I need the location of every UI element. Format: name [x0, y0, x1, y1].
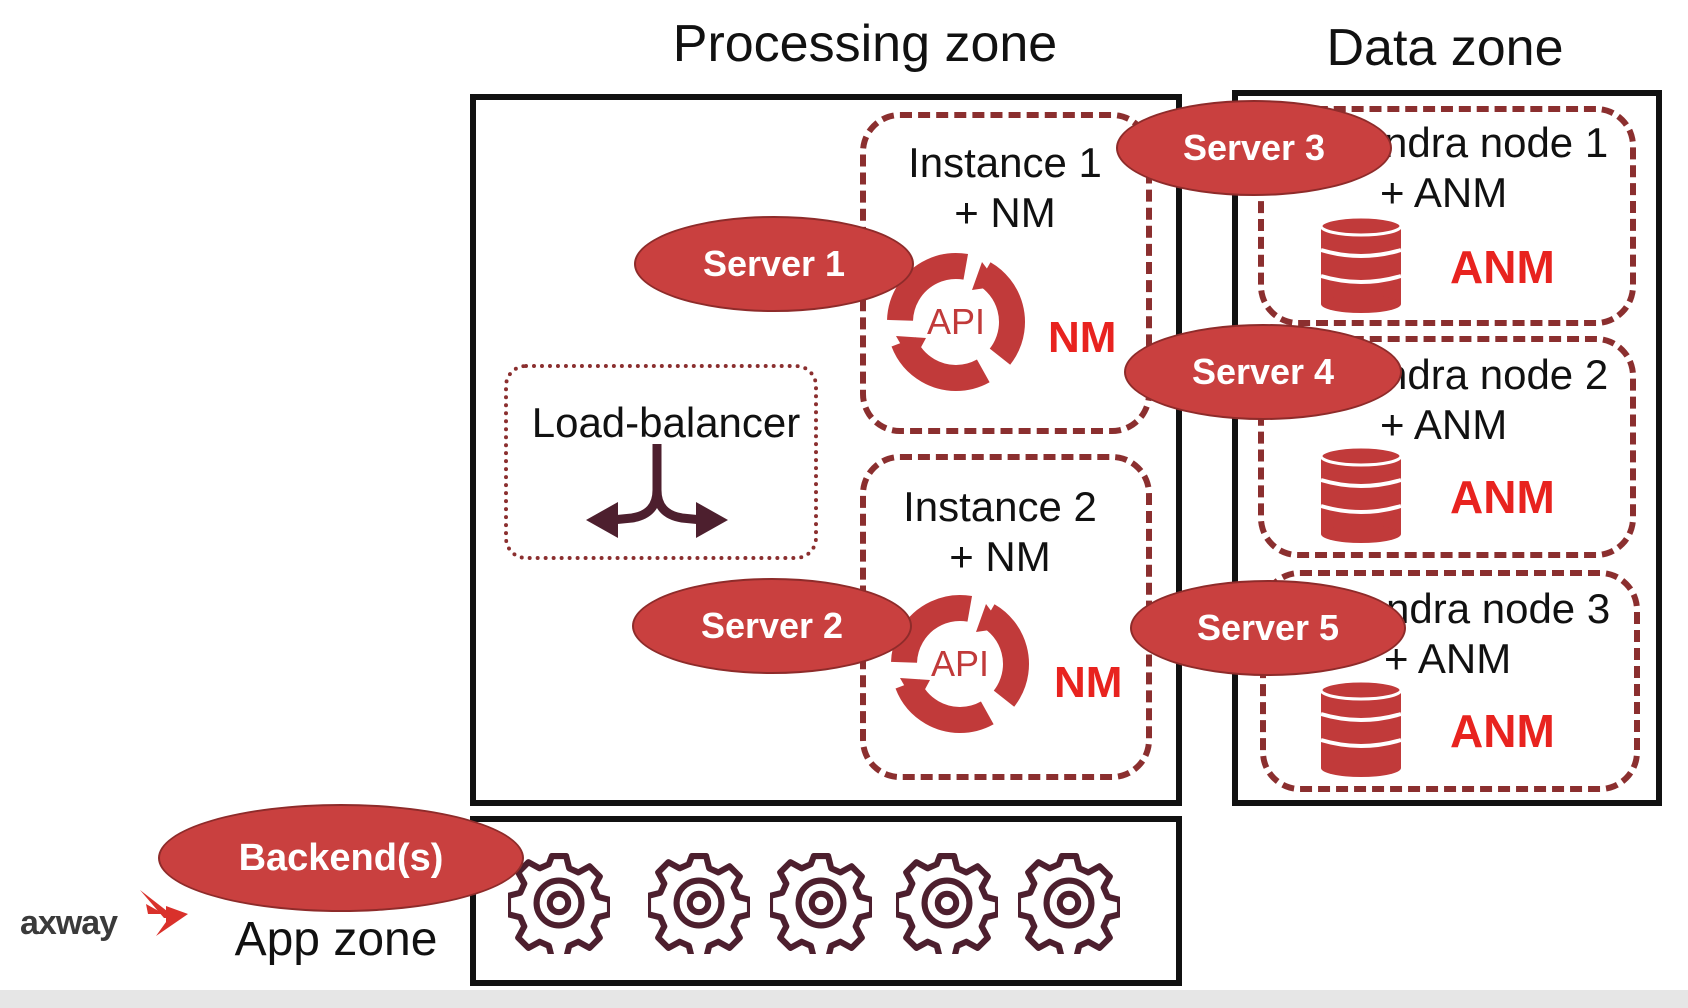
processing-zone-title: Processing zone: [672, 15, 1058, 73]
api-text: API: [931, 643, 989, 684]
server-2-ellipse: Server 2: [632, 578, 912, 674]
cassandra-node-2-label-line2: + ANM: [1380, 401, 1508, 448]
instance-2-nm-text: NM: [1054, 658, 1123, 707]
api-cycle-icon: API: [891, 595, 1029, 733]
api-text: API: [927, 301, 985, 342]
instance-1-label-line2: + NM: [954, 189, 1056, 236]
cassandra-node-3-anm-text: ANM: [1450, 705, 1555, 757]
footer-band: [0, 990, 1688, 1008]
gear-icon: [1018, 853, 1120, 954]
load-balancer-container: [504, 364, 818, 560]
gear-icon: [896, 853, 998, 954]
database-icon: [1319, 680, 1403, 777]
cassandra-node-1-anm-text: ANM: [1450, 241, 1555, 293]
cassandra-node-2-label-line1: ndra node 2: [1384, 351, 1609, 398]
cassandra-node-2-anm-text: ANM: [1450, 471, 1555, 523]
gear-icon: [770, 853, 872, 954]
cassandra-node-3-label-line2: + ANM: [1384, 635, 1512, 682]
cassandra-node-1-label-line1: ndra node 1: [1384, 119, 1609, 166]
backend-ellipse: Backend(s): [158, 804, 524, 912]
gear-icon: [508, 853, 610, 954]
axway-logo-icon: [140, 890, 188, 936]
app-zone-box: [470, 816, 1182, 986]
instance-1-nm-text: NM: [1048, 313, 1117, 362]
app-zone-title: App zone: [234, 913, 438, 966]
cassandra-node-3-label-line1: ndra node 3: [1386, 585, 1611, 632]
server-1-ellipse: Server 1: [634, 216, 914, 312]
database-icon: [1319, 216, 1403, 313]
data-zone-box: [1232, 90, 1662, 806]
load-balancer-label: Load-balancer: [531, 399, 801, 446]
server-3-ellipse: Server 3: [1116, 100, 1392, 196]
processing-zone-box: [470, 94, 1182, 806]
instance-2-label-line1: Instance 2: [903, 483, 1097, 530]
api-cycle-icon: API: [887, 253, 1025, 391]
cassandra-node-3-container: [1260, 570, 1640, 792]
cassandra-node-2-container: [1258, 336, 1636, 558]
cassandra-node-1-label-line2: + ANM: [1380, 169, 1508, 216]
server-5-ellipse: Server 5: [1130, 580, 1406, 676]
axway-logo-text: axway: [20, 904, 118, 942]
data-zone-title: Data zone: [1326, 19, 1564, 77]
instance-1-label-line1: Instance 1: [908, 139, 1102, 186]
database-icon: [1319, 446, 1403, 543]
instance-2-label-line2: + NM: [949, 533, 1051, 580]
gear-icon: [648, 853, 750, 954]
split-arrow-icon: [586, 444, 728, 538]
cassandra-node-1-container: [1258, 106, 1636, 326]
server-4-ellipse: Server 4: [1124, 324, 1402, 420]
